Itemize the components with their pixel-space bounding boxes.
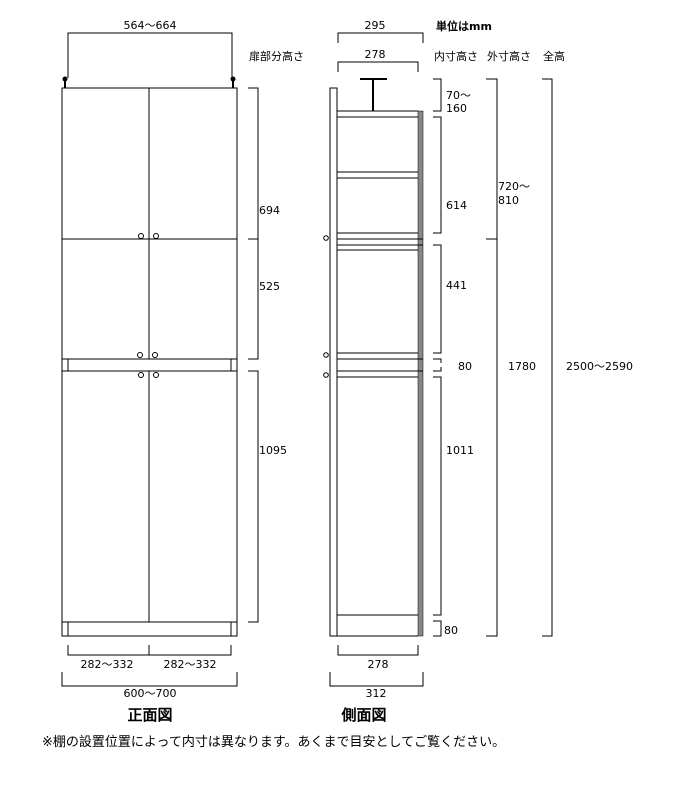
knob-icon <box>323 235 329 378</box>
top-depth-outer-label: 295 <box>365 19 386 32</box>
knob-icon <box>137 233 159 378</box>
inner-depth-bracket <box>337 61 419 72</box>
inner-plinth: 80 <box>444 624 458 637</box>
total-height-header: 全高 <box>543 49 565 63</box>
side-view-title: 側面図 <box>340 706 386 724</box>
outer-upper-b: 810 <box>498 194 519 207</box>
door-width-2: 282～332 <box>164 658 217 671</box>
outer-height-brackets <box>486 78 498 637</box>
bottom-inner-depth-bracket <box>337 645 419 656</box>
door-width-1: 282～332 <box>81 658 134 671</box>
front-view: 564～664 694 525 1095 282～332 282～332 600… <box>61 19 287 724</box>
outer-depth-bracket <box>337 32 424 43</box>
shelf-note: ※棚の設置位置によって内寸は異なります。あくまで目安としてご覧ください。 <box>42 734 505 750</box>
door-width-bracket <box>67 645 232 656</box>
bottom-depth-inner-label: 278 <box>368 658 389 671</box>
unit-label: 単位はmm <box>436 19 492 33</box>
inner-top-b: 160 <box>446 102 467 115</box>
inner-middle: 441 <box>446 279 467 292</box>
back-panel <box>417 110 424 637</box>
side-panel <box>329 87 338 637</box>
bottom-depth-outer-label: 312 <box>366 687 387 700</box>
outer-height-header: 外寸高さ <box>487 49 531 63</box>
bottom-outer-depth-bracket <box>329 672 424 687</box>
total-height-bracket <box>542 78 553 637</box>
inner-height-header: 内寸高さ <box>434 49 478 63</box>
door-height-3: 1095 <box>259 444 287 457</box>
top-width-label: 564～664 <box>124 19 177 32</box>
total-height-label: 2500～2590 <box>566 360 633 373</box>
outer-lower: 1780 <box>508 360 536 373</box>
inner-height-brackets <box>433 78 442 637</box>
inner-lower: 1011 <box>446 444 474 457</box>
door-height-2: 525 <box>259 280 280 293</box>
front-view-title: 正面図 <box>127 706 172 724</box>
total-width-label: 600～700 <box>124 687 177 700</box>
top-width-bracket <box>67 32 233 78</box>
total-width-bracket <box>61 672 238 687</box>
outer-upper-a: 720～ <box>498 180 530 193</box>
inner-gap: 80 <box>458 360 472 373</box>
inner-upper: 614 <box>446 199 467 212</box>
top-depth-inner-label: 278 <box>365 48 386 61</box>
door-height-header: 扉部分高さ <box>249 49 304 63</box>
side-view: 295 278 70～ 160 614 441 80 1011 80 720～ … <box>323 19 633 724</box>
anchor-icon <box>62 76 236 88</box>
door-height-brackets <box>248 87 259 623</box>
door-height-1: 694 <box>259 204 280 217</box>
inner-top-a: 70～ <box>446 89 471 102</box>
tension-rod-icon <box>360 78 387 111</box>
